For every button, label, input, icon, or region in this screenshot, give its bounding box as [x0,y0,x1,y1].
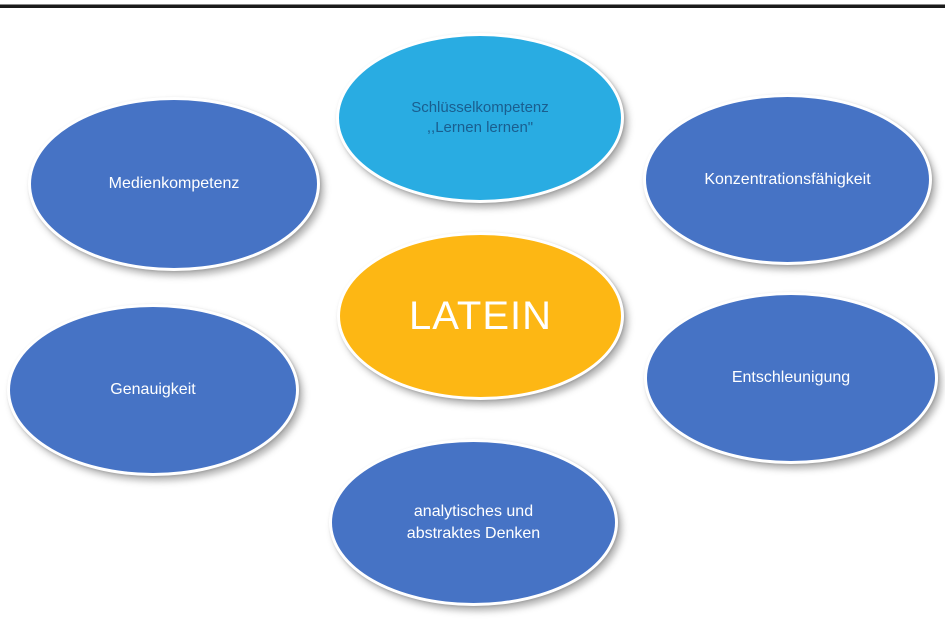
ellipse-label: Schlüsselkompetenz ,,Lernen lernen" [411,99,549,136]
ellipse-schluesselkompetenz: Schlüsselkompetenz ,,Lernen lernen" [336,33,624,203]
ellipse-label: analytisches und abstraktes Denken [406,503,541,542]
top-horizontal-rule [0,4,945,8]
ellipse-label: Genauigkeit [110,381,196,399]
ellipse-label: LATEIN [408,293,553,338]
ellipse-latein-center: LATEIN [337,232,624,400]
ellipse-entschleunigung: Entschleunigung [644,292,938,464]
ellipse-genauigkeit: Genauigkeit [7,304,299,476]
ellipse-label: Konzentrationsfähigkeit [704,170,871,188]
ellipse-konzentrationsfaehigkeit: Konzentrationsfähigkeit [643,94,932,265]
ellipse-label: Entschleunigung [731,369,851,387]
ellipse-medienkompetenz: Medienkompetenz [28,97,320,271]
ellipse-label: Medienkompetenz [108,175,240,193]
ellipse-analytisches-denken: analytisches und abstraktes Denken [329,439,618,606]
